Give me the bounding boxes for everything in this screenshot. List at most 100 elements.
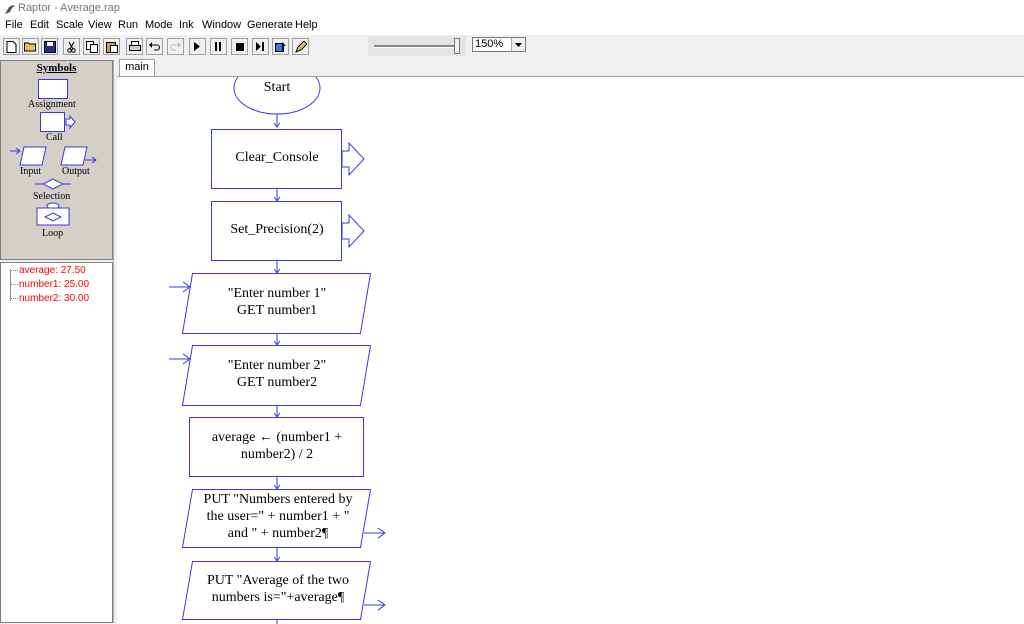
zoom-value: 150% — [475, 38, 504, 50]
paste-button[interactable] — [103, 38, 120, 55]
ink-pen-button[interactable] — [292, 38, 309, 55]
play-icon — [194, 42, 200, 51]
menu-view[interactable]: View — [88, 19, 112, 31]
input2-get-text: GET number2 — [236, 375, 318, 390]
assign-line2-text: number2) / 2 — [240, 447, 314, 462]
output-arrow-icon — [364, 527, 386, 539]
watch-variable-label: average: 27.50 — [19, 265, 86, 276]
selection-symbol-icon[interactable] — [35, 178, 71, 190]
printer-icon — [128, 40, 141, 51]
stop-icon — [235, 42, 244, 51]
symbols-panel: Symbols Assignment Call Input Output Sel… — [0, 60, 113, 260]
watch-variable-average[interactable]: average: 27.50 — [10, 265, 86, 276]
paste-icon — [105, 41, 118, 53]
clear-console-text: Clear_Console — [235, 150, 319, 165]
input-number2 — [181, 345, 372, 406]
cut-button[interactable] — [63, 38, 80, 55]
assignment-symbol-icon[interactable] — [38, 79, 68, 99]
new-file-button[interactable] — [3, 38, 20, 55]
stop-button[interactable] — [231, 38, 248, 55]
window-title: Raptor - Average.rap — [18, 2, 120, 14]
selection-label: Selection — [33, 191, 71, 202]
tab-strip: main — [116, 58, 1024, 76]
input2-prompt-text: "Enter number 2" — [227, 358, 327, 373]
output-label: Output — [62, 166, 90, 177]
step-icon — [256, 42, 264, 51]
input-symbol-icon[interactable] — [10, 145, 48, 167]
dropdown-arrow-icon[interactable] — [511, 38, 525, 51]
watch-variable-number1[interactable]: number1: 25.00 — [10, 279, 89, 290]
run-button[interactable] — [189, 38, 206, 55]
tab-main[interactable]: main — [119, 59, 155, 76]
input1-get-text: GET number1 — [236, 303, 318, 318]
open-file-button[interactable] — [22, 38, 39, 55]
output-average — [181, 561, 372, 620]
menu-ink[interactable]: Ink — [179, 19, 194, 31]
print-button[interactable] — [126, 38, 143, 55]
pause-button[interactable] — [210, 38, 227, 55]
menu-run[interactable]: Run — [118, 19, 139, 31]
call-label: Call — [46, 132, 63, 143]
save-icon — [43, 40, 56, 53]
speed-slider[interactable] — [368, 36, 466, 56]
step-button[interactable] — [252, 38, 269, 55]
menu-help[interactable]: Help — [295, 19, 318, 31]
output1-line1-text: PUT "Numbers entered by — [203, 492, 353, 507]
output-numbers — [181, 489, 372, 548]
menu-window[interactable]: Window — [202, 19, 242, 31]
symbols-heading: Symbols — [36, 62, 77, 74]
tree-line — [10, 269, 11, 301]
undo-button[interactable] — [146, 38, 163, 55]
set-precision-text: Set_Precision(2) — [230, 222, 324, 237]
start-text: Start — [263, 80, 291, 95]
assignment-label: Assignment — [28, 99, 76, 110]
title-bar: Raptor - Average.rap — [0, 0, 1024, 18]
flowchart-canvas[interactable]: Start Clear_Console Set_Precision(2) "En… — [117, 76, 1024, 624]
menu-mode[interactable]: Mode — [145, 19, 173, 31]
input1-prompt-text: "Enter number 1" — [227, 286, 327, 301]
call-arrow-icon — [341, 213, 365, 249]
output-arrow-icon — [364, 599, 386, 611]
input-arrow-icon — [169, 353, 191, 365]
call-symbol-icon[interactable] — [40, 112, 76, 132]
connector-arrow — [273, 122, 281, 128]
menu-bar: File Edit Scale View Run Mode Ink Window… — [0, 18, 1024, 34]
output-symbol-icon[interactable] — [59, 145, 97, 167]
input-number1 — [181, 273, 372, 334]
new-file-icon — [6, 40, 17, 53]
call-clear-console — [211, 129, 342, 189]
save-button[interactable] — [41, 38, 58, 55]
call-set-precision — [211, 201, 342, 261]
copy-icon — [85, 40, 98, 53]
panel-splitter[interactable] — [113, 60, 116, 623]
output2-line1-text: PUT "Average of the two — [206, 573, 350, 588]
menu-edit[interactable]: Edit — [30, 19, 49, 31]
output1-line3-text: and " + number2¶ — [227, 526, 329, 541]
memory-icon — [274, 41, 286, 52]
loop-symbol-icon[interactable] — [36, 202, 70, 226]
output2-line2-text: numbers is="+average¶ — [211, 590, 345, 605]
watch-variable-label: number1: 25.00 — [19, 279, 90, 290]
redo-icon — [170, 42, 181, 51]
menu-generate[interactable]: Generate — [247, 19, 293, 31]
copy-button[interactable] — [83, 38, 100, 55]
redo-button[interactable] — [167, 38, 184, 55]
start-terminal — [233, 77, 321, 115]
input-label: Input — [20, 166, 42, 177]
watch-variable-label: number2: 30.00 — [19, 293, 90, 304]
flowchart-drawing — [169, 77, 386, 624]
scissors-icon — [67, 41, 76, 53]
pen-icon — [294, 40, 307, 53]
menu-scale[interactable]: Scale — [56, 19, 84, 31]
variables-watch-panel: average: 27.50 number1: 25.00 number2: 3… — [0, 262, 113, 623]
input-arrow-icon — [169, 281, 191, 293]
slider-thumb[interactable] — [454, 38, 460, 54]
assign-line1-text: average ← (number1 + — [211, 430, 343, 445]
menu-file[interactable]: File — [5, 19, 23, 31]
watch-variable-number2[interactable]: number2: 30.00 — [10, 293, 89, 304]
zoom-select[interactable]: 150% — [472, 37, 526, 52]
pause-icon — [215, 42, 221, 51]
breakpoint-button[interactable] — [272, 38, 289, 55]
call-arrow-icon — [341, 141, 365, 177]
slider-track — [374, 45, 456, 48]
